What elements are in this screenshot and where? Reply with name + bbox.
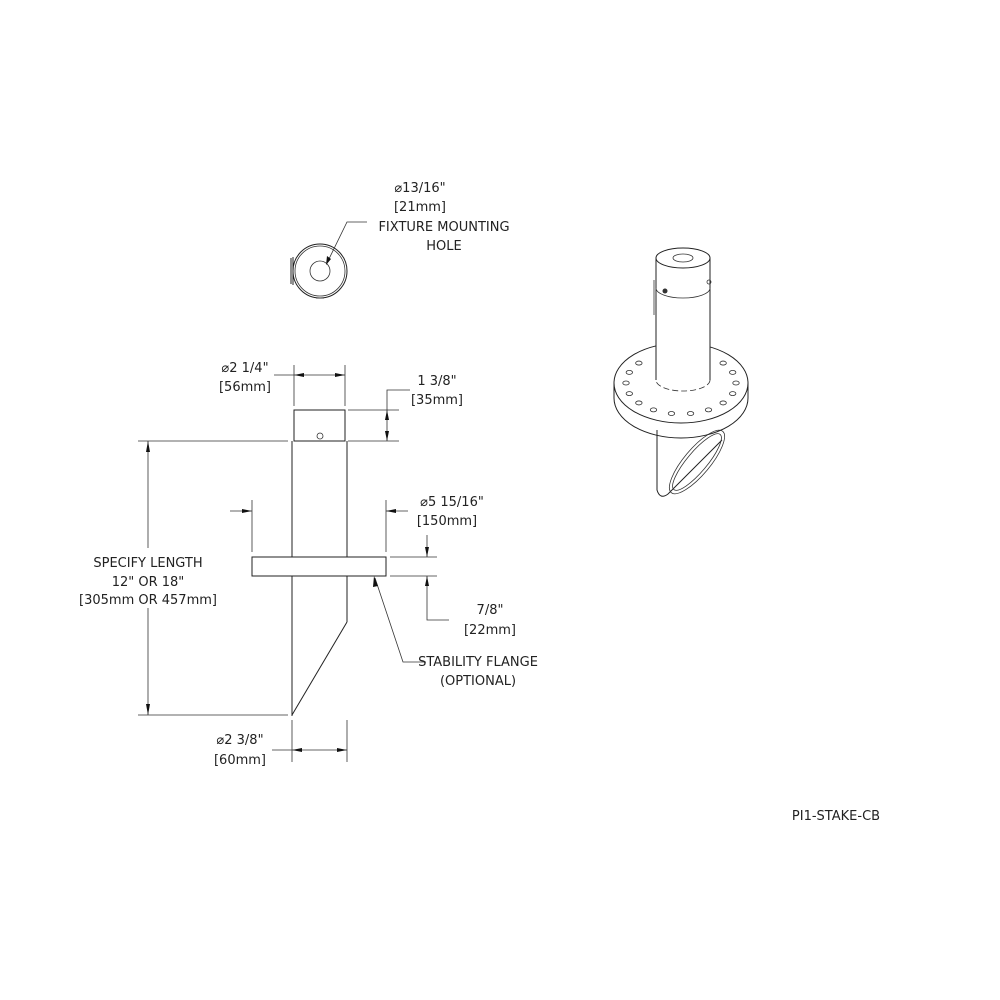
flange-thickness-in: 7/8" bbox=[477, 603, 504, 618]
bolt-hole bbox=[625, 369, 633, 375]
flange-thickness-mm: [22mm] bbox=[464, 623, 516, 638]
bevel-edge bbox=[291, 621, 348, 716]
cap-diameter-mm: [56mm] bbox=[219, 380, 271, 395]
length-label-3: [305mm OR 457mm] bbox=[79, 593, 217, 608]
bolt-hole bbox=[667, 411, 676, 416]
bolt-hole bbox=[635, 360, 643, 366]
hole-diameter-in: ⌀13/16" bbox=[394, 181, 445, 196]
cap-height-mm: [35mm] bbox=[411, 393, 463, 408]
flange-diameter-mm: [150mm] bbox=[417, 514, 477, 529]
hole-leader bbox=[326, 221, 367, 264]
tube-diameter-in: ⌀2 3/8" bbox=[216, 733, 263, 748]
top-view: ⌀13/16" [21mm] FIXTURE MOUNTING HOLE bbox=[290, 181, 510, 299]
flange-diameter-in: ⌀5 15/16" bbox=[420, 495, 484, 510]
isometric-view bbox=[613, 247, 749, 497]
length-label-1: SPECIFY LENGTH bbox=[93, 556, 202, 571]
bolt-hole bbox=[729, 369, 737, 375]
hole-diameter-mm: [21mm] bbox=[394, 200, 446, 215]
flange-holes bbox=[622, 360, 740, 416]
bolt-hole bbox=[686, 411, 695, 416]
flange-label-2: (OPTIONAL) bbox=[440, 674, 516, 689]
cap-height-in: 1 3/8" bbox=[417, 374, 456, 389]
bolt-hole bbox=[649, 407, 658, 413]
bolt-hole bbox=[719, 400, 727, 406]
bolt-hole bbox=[635, 400, 643, 406]
bolt-hole bbox=[704, 407, 713, 413]
cap-diameter-in: ⌀2 1/4" bbox=[221, 361, 268, 376]
stability-flange bbox=[251, 556, 387, 577]
length-label-2: 12" OR 18" bbox=[112, 575, 185, 590]
side-view: ⌀2 1/4" [56mm] 1 3/8" [35mm] SPECIFY LEN… bbox=[79, 361, 538, 768]
flange-label-1: STABILITY FLANGE bbox=[418, 655, 538, 670]
bolt-hole bbox=[729, 391, 737, 397]
tube-diameter-mm: [60mm] bbox=[214, 753, 266, 768]
bolt-hole bbox=[732, 380, 740, 386]
bolt-hole bbox=[719, 360, 727, 366]
hole-label-1: FIXTURE MOUNTING bbox=[378, 220, 509, 235]
bolt-hole bbox=[625, 391, 633, 397]
part-number: PI1-STAKE-CB bbox=[792, 809, 880, 824]
hole-label-2: HOLE bbox=[426, 239, 461, 254]
bolt-hole bbox=[622, 380, 630, 386]
